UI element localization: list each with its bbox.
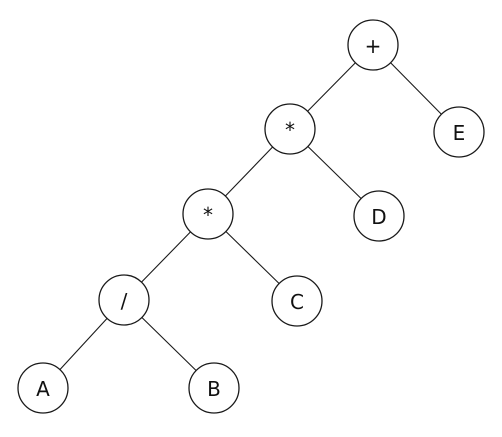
tree-node-c: C: [271, 275, 323, 327]
edge-div-b: [141, 317, 197, 371]
edge-mul1-d: [307, 146, 362, 199]
tree-node-plus: +: [347, 19, 399, 71]
edges-layer: [59, 62, 442, 371]
tree-node-b: B: [188, 362, 240, 414]
node-label: C: [290, 290, 304, 314]
node-circle: [347, 19, 399, 71]
node-circle: [188, 362, 240, 414]
node-circle: [353, 190, 405, 242]
node-label: B: [207, 377, 221, 401]
node-circle: [17, 362, 69, 414]
node-label: A: [36, 377, 50, 401]
tree-node-mul2: *: [182, 188, 234, 240]
node-label: *: [285, 118, 295, 142]
node-label: /: [121, 289, 128, 313]
edge-div-a: [59, 318, 108, 370]
edge-plus-mul1: [307, 62, 356, 112]
edge-mul1-mul2: [225, 146, 273, 197]
node-circle: [182, 188, 234, 240]
edge-mul2-div: [141, 231, 191, 283]
tree-node-mul1: *: [264, 103, 316, 155]
node-circle: [98, 274, 150, 326]
edge-plus-e: [390, 62, 442, 115]
tree-node-div: /: [98, 274, 150, 326]
tree-node-a: A: [17, 362, 69, 414]
node-label: *: [203, 203, 213, 227]
node-circle: [271, 275, 323, 327]
node-circle: [433, 106, 485, 158]
node-circle: [264, 103, 316, 155]
node-label: D: [371, 205, 386, 229]
tree-node-d: D: [353, 190, 405, 242]
tree-node-e: E: [433, 106, 485, 158]
nodes-layer: + * E * D / C A B: [17, 19, 485, 414]
node-label: E: [453, 121, 466, 145]
edge-mul2-c: [225, 231, 280, 284]
node-label: +: [365, 34, 382, 58]
